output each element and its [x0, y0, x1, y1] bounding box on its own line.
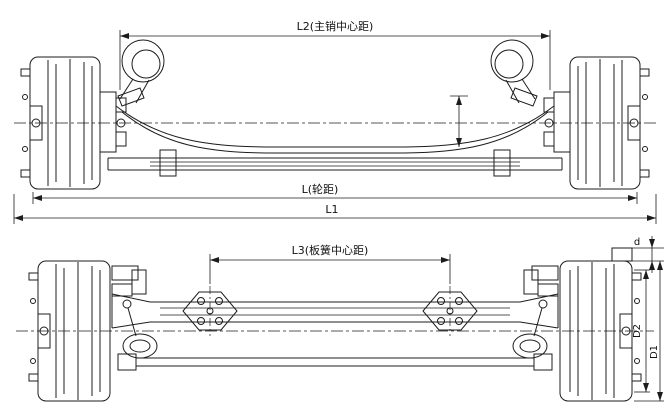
- dim-l3-label: L3(板簧中心距): [292, 243, 369, 257]
- dim-d2: D2: [632, 269, 650, 393]
- dim-l2-label: L2(主销中心距): [297, 19, 374, 33]
- top-view: [14, 39, 656, 190]
- dim-l2: L2(主销中心距): [119, 19, 551, 90]
- left-brake-drum-bottom: [28, 260, 111, 402]
- dim-d1: D1: [634, 261, 664, 402]
- dim-track: L(轮距): [32, 182, 638, 204]
- right-brake-chamber: [490, 39, 538, 107]
- right-steering-knuckle: [543, 91, 571, 153]
- dim-d2-label: D2: [632, 324, 643, 338]
- right-spring-pad: [422, 286, 478, 336]
- drawing-lines: L2(主销中心距) L(轮距) L1: [13, 19, 664, 402]
- dim-l3: L3(板簧中心距): [209, 243, 451, 284]
- right-brake-assembly-bottom: [512, 265, 559, 359]
- dim-d: d: [612, 236, 664, 273]
- left-brake-chamber: [117, 39, 165, 107]
- beam-drop-dimension: [450, 95, 468, 147]
- left-spring-pad: [182, 286, 238, 336]
- axle-beam-top: [107, 149, 563, 177]
- dim-l1-label: L1: [325, 203, 338, 216]
- left-brake-assembly-bottom: [111, 265, 158, 359]
- dim-d1-label: D1: [649, 345, 660, 359]
- right-brake-drum-top: [569, 56, 650, 190]
- dim-track-label: L(轮距): [302, 182, 339, 196]
- left-brake-drum-top: [20, 56, 101, 190]
- tie-rod-bottom: [117, 353, 553, 371]
- dim-d-label: d: [634, 237, 640, 248]
- dim-l1: L1: [13, 194, 657, 224]
- right-brake-drum-bottom: [559, 247, 642, 402]
- bottom-view: [16, 247, 654, 402]
- axle-beam-bottom: [111, 293, 559, 329]
- left-steering-knuckle: [99, 91, 127, 153]
- tie-rod-top: [115, 105, 555, 154]
